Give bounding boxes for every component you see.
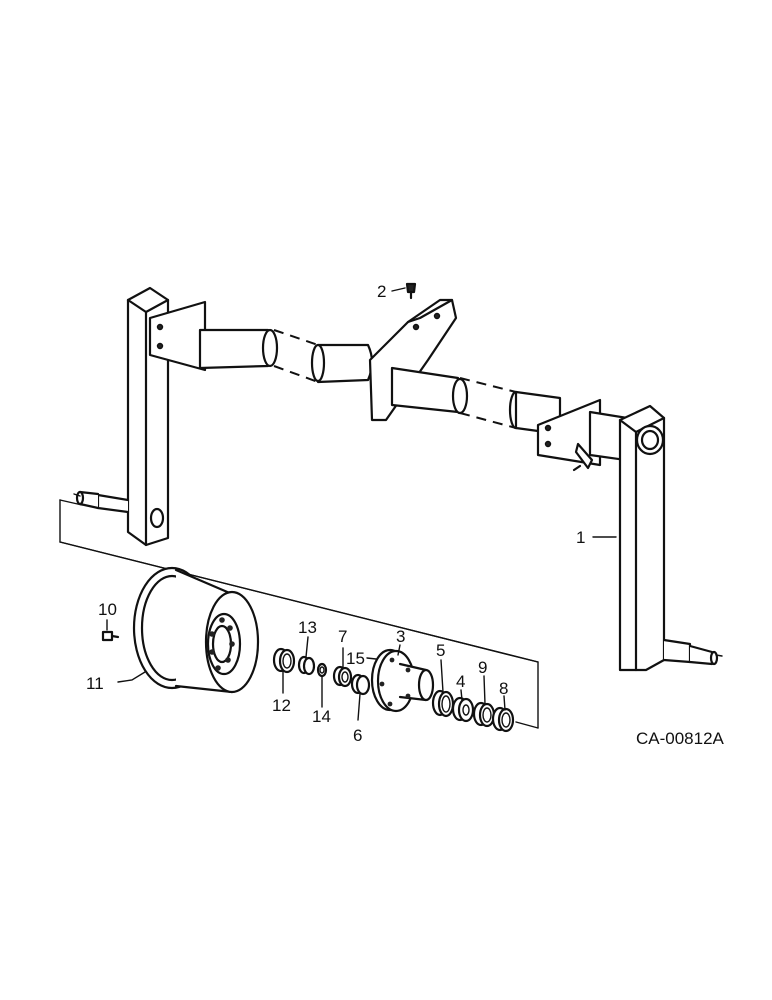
callout-3: 3 — [396, 627, 405, 646]
callout-14: 14 — [312, 707, 331, 726]
callout-8: 8 — [499, 679, 508, 698]
wheel-bolt — [101, 630, 120, 642]
bearing-cone-13 — [297, 655, 316, 676]
washer-14 — [316, 662, 328, 678]
dust-cap-6 — [350, 673, 371, 696]
callout-1: 1 — [576, 528, 585, 547]
wheel-bolt-holes — [209, 617, 235, 671]
callout-2: 2 — [377, 282, 386, 301]
bearing-cup-12 — [272, 647, 296, 674]
bearing-cup-5 — [431, 689, 455, 718]
callout-5: 5 — [436, 641, 445, 660]
callout-13: 13 — [298, 618, 317, 637]
bearing-cone-4 — [451, 696, 475, 723]
hub-components — [272, 647, 515, 733]
right-axle-arm — [618, 404, 723, 672]
callout-10: 10 — [98, 600, 117, 619]
callout-7: 7 — [338, 627, 347, 646]
axle-assembly — [73, 282, 723, 672]
left-tube — [148, 300, 279, 372]
callout-15: 15 — [346, 649, 365, 668]
wheel-rim — [132, 566, 260, 694]
center-tube — [310, 282, 469, 422]
callout-12: 12 — [272, 696, 291, 715]
drawing-code: CA-00812A — [636, 729, 725, 748]
callouts: 2 1 3 4 5 6 7 8 9 10 11 12 13 14 15 — [86, 282, 585, 745]
nut-7 — [332, 665, 353, 688]
leader-lines — [106, 287, 617, 721]
exploded-view-frame — [59, 499, 539, 729]
callout-6: 6 — [353, 726, 362, 745]
hub-3 — [370, 648, 435, 713]
callout-9: 9 — [478, 658, 487, 677]
seal-8 — [491, 706, 515, 733]
assembly-centerlines — [273, 329, 517, 429]
grease-fitting — [405, 282, 417, 300]
callout-4: 4 — [456, 672, 465, 691]
seal-9 — [472, 701, 496, 728]
callout-11: 11 — [86, 674, 104, 693]
